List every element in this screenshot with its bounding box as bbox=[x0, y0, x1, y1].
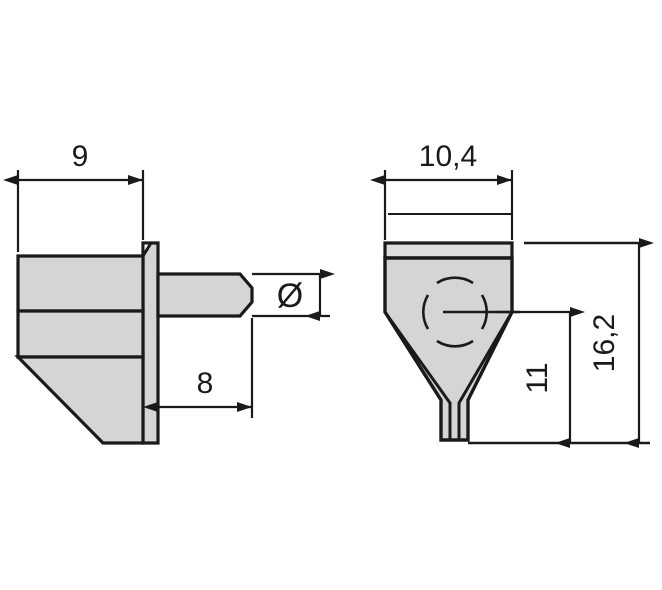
dimension-width-104: 10,4 bbox=[370, 140, 514, 240]
side-view-pin bbox=[156, 272, 254, 318]
side-view-flange-chamfer bbox=[141, 241, 154, 262]
side-view-body-upper bbox=[16, 254, 145, 313]
dim-label-9: 9 bbox=[72, 140, 89, 173]
hole-arc-bottom bbox=[436, 339, 474, 348]
side-view-body-wedge bbox=[14, 355, 145, 445]
side-view-group bbox=[14, 241, 254, 445]
dimension-height-162: 16,2 bbox=[468, 238, 654, 448]
front-view-inner-edge-left bbox=[383, 311, 452, 440]
dim-label-104: 10,4 bbox=[419, 140, 477, 173]
dimension-pin-diameter: Ø bbox=[252, 269, 335, 321]
dimension-height-11: 11 bbox=[496, 307, 585, 448]
hole-arc-top bbox=[436, 276, 474, 285]
side-view-body-middle bbox=[16, 309, 145, 359]
dim-label-8: 8 bbox=[197, 367, 214, 400]
side-view-flange bbox=[141, 241, 160, 445]
dim-label-diameter: Ø bbox=[277, 277, 303, 315]
dimension-width-9: 9 bbox=[3, 140, 145, 252]
front-view-inner-edge-right bbox=[457, 311, 514, 440]
hole-arc-left bbox=[421, 294, 430, 330]
dimension-pin-length-8: 8 bbox=[143, 318, 254, 418]
dim-label-11: 11 bbox=[521, 362, 554, 393]
front-view-group bbox=[383, 241, 520, 442]
front-view-top-cap bbox=[383, 241, 514, 260]
front-view-body bbox=[383, 256, 514, 442]
dim-label-162: 16,2 bbox=[588, 314, 621, 372]
